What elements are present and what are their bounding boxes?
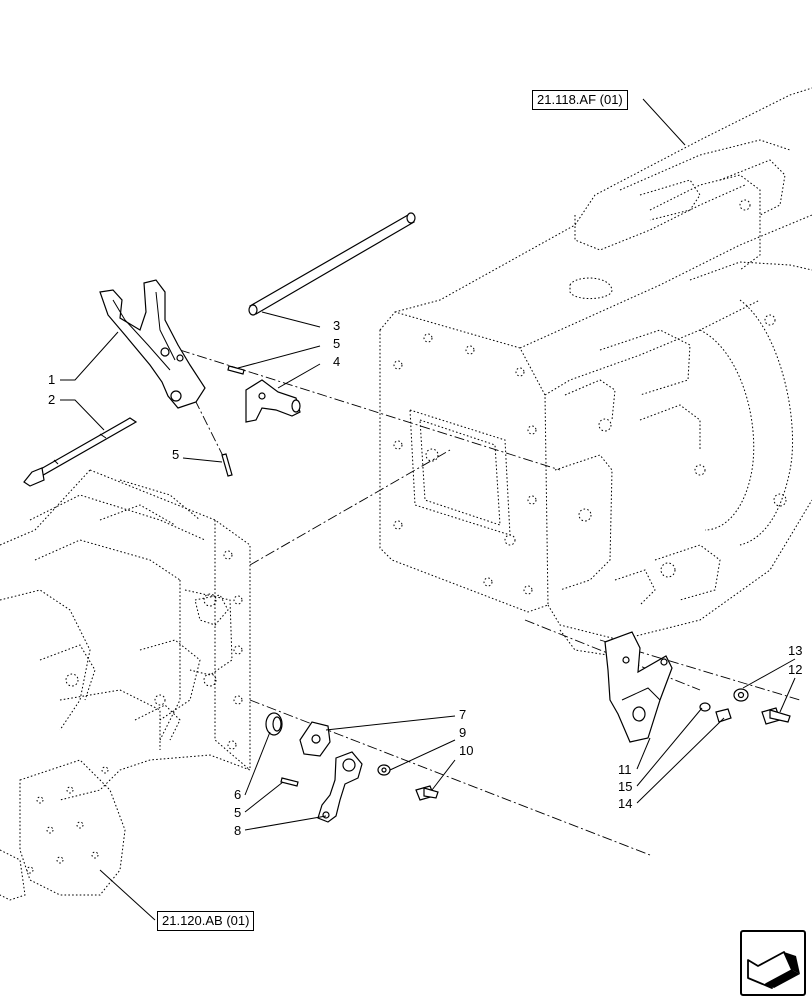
callout-2: 2 [48, 392, 56, 407]
rear-housing-outline [379, 87, 812, 661]
reference-box-bottom[interactable]: 21.120.AB (01) [157, 911, 255, 931]
callout-12: 12 [788, 662, 803, 677]
callout-5-bottom: 5 [234, 805, 242, 820]
callout-5-mid: 5 [172, 447, 180, 462]
bracket-part [604, 631, 673, 743]
callout-13: 13 [788, 643, 803, 658]
plate-part [299, 721, 331, 757]
previous-page-arrow-icon[interactable] [740, 930, 806, 996]
arm-lever-part [317, 751, 363, 823]
callout-15: 15 [618, 779, 633, 794]
fasteners [699, 688, 791, 725]
callout-14: 14 [618, 796, 633, 811]
callout-3: 3 [333, 318, 341, 333]
shift-fork-part [99, 279, 206, 409]
long-shaft-part [248, 212, 416, 316]
callout-6: 6 [234, 787, 242, 802]
callout-1: 1 [48, 372, 56, 387]
callout-4: 4 [333, 354, 341, 369]
callout-11: 11 [618, 762, 632, 777]
shift-rod-part [23, 417, 138, 487]
seal-part [265, 712, 283, 736]
callout-5-top: 5 [333, 336, 341, 351]
bolt-part [415, 785, 439, 801]
front-housing-outline [0, 469, 251, 901]
washer-part [377, 764, 391, 776]
selector-lever-part [245, 379, 301, 423]
leader-lines [60, 98, 796, 921]
callout-10: 10 [459, 743, 474, 758]
callout-8: 8 [234, 823, 242, 838]
callout-9: 9 [459, 725, 467, 740]
callout-7: 7 [459, 707, 467, 722]
reference-box-top[interactable]: 21.118.AF (01) [532, 90, 628, 110]
roll-pins [221, 365, 299, 787]
